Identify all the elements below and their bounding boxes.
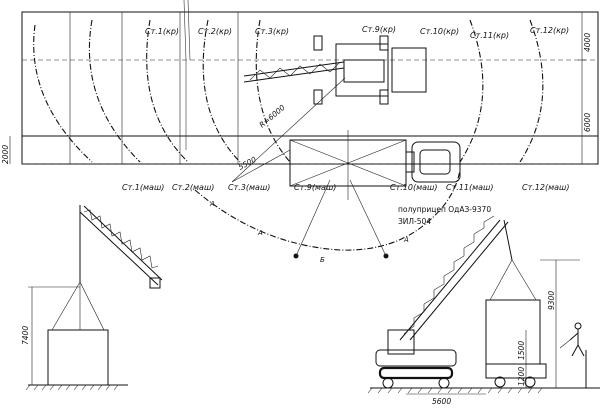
- station-label: Ст.1(маш): [122, 183, 164, 192]
- reach-arc: [202, 19, 241, 163]
- dim-label: 2000: [1, 145, 10, 164]
- reach-arc: [459, 19, 484, 163]
- station-point: [383, 253, 389, 259]
- station-label: Ст.10(маш): [390, 183, 437, 192]
- elev-right-height-top: 9300: [547, 291, 556, 310]
- crane-plan: [243, 35, 427, 105]
- dim-label: R=6000: [258, 103, 287, 130]
- reach-arc: [255, 19, 291, 163]
- reach-arc: [33, 24, 93, 163]
- elev-left-height: 7400: [21, 326, 30, 345]
- reach-arc: [88, 19, 141, 163]
- reach-arc: [519, 19, 544, 163]
- station-label: Ст.3(маш): [228, 183, 270, 192]
- wall-hatch: [187, 0, 191, 61]
- point-label: А: [403, 236, 409, 244]
- plan-view: [9, 0, 599, 259]
- station-leader: [295, 179, 331, 257]
- station-label: Ст.12(кр): [530, 26, 569, 35]
- point-label: А: [257, 229, 263, 237]
- radius-arc: [194, 169, 461, 251]
- station-point: [293, 253, 299, 259]
- station-label: Ст.3(кр): [255, 27, 289, 36]
- point-label: А: [209, 200, 215, 208]
- station-label: Ст.2(кр): [198, 27, 232, 36]
- trailer-note: полуприцеп ОдАЗ-9370: [398, 205, 491, 214]
- point-label: Б: [320, 256, 325, 264]
- station-label: Ст.11(маш): [446, 183, 493, 192]
- reach-arc: [146, 19, 189, 163]
- station-label: Ст.2(маш): [172, 183, 214, 192]
- station-leader: [349, 179, 387, 257]
- elev-right-base: 5600: [432, 397, 451, 406]
- elevation-right: [367, 215, 600, 395]
- wall-hatch: [183, 0, 187, 61]
- station-label: Ст.10(кр): [420, 27, 459, 36]
- truck-plan: [289, 130, 461, 200]
- radius-line: [231, 77, 346, 183]
- station-label: Ст.9(маш): [294, 183, 336, 192]
- station-label: Ст.9(кр): [362, 25, 396, 34]
- offset-line: [231, 149, 291, 183]
- trailer-note: ЗИЛ-504: [398, 217, 431, 226]
- dim-label: 4000: [583, 33, 592, 52]
- station-label: Ст.11(кр): [470, 31, 509, 40]
- elevation-left: [25, 205, 163, 391]
- building-outline: [21, 11, 599, 165]
- elev-right-height-mid: 1500: [517, 341, 526, 360]
- station-label: Ст.1(кр): [145, 27, 179, 36]
- station-label: Ст.12(маш): [522, 183, 569, 192]
- elev-right-height-low: 1200: [517, 367, 526, 386]
- dim-label: 6000: [583, 113, 592, 132]
